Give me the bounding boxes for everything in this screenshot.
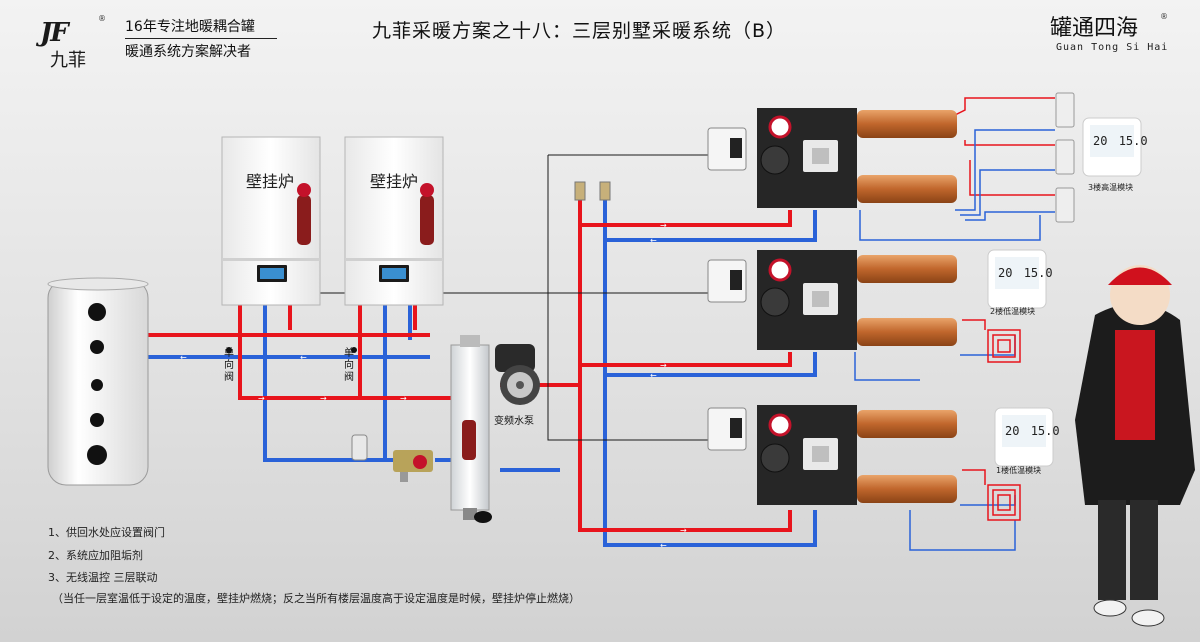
check-valve-1-label: 单 向 阀 [223,348,235,384]
mixing-station-3 [757,108,957,208]
registered-mark: ® [98,14,106,23]
note-4: （当任一层室温低于设定的温度，壁挂炉燃烧；反之当所有楼层温度高于设定温度是时候，… [52,592,580,605]
slogan-line2: 暖通系统方案解决者 [125,44,251,60]
svg-text:←: ← [180,353,187,362]
mixing-station-1 [757,405,957,505]
logo-glyph: JF [40,18,69,48]
thermostat-2-shape [987,249,1047,309]
brand-right-cn: 罐通四海 [1050,16,1139,41]
check-valve-1-char-3: 阀 [224,372,234,383]
buffer-tank-shape [47,277,149,486]
svg-text:←: ← [660,541,667,550]
valve-assembly-shape [393,450,433,482]
thermostat-1-set: 15.0 [1030,424,1060,438]
svg-text:→: → [680,526,687,535]
check-valve-2-char-3: 阀 [344,372,354,383]
pump-shape [495,344,540,405]
svg-text:→: → [400,394,407,403]
thermostat-3-shape [1082,117,1142,177]
thermostat-2-set: 15.0 [1023,266,1053,280]
boiler-1-label: 壁挂炉 [246,172,295,191]
thermostat-3-readout: 20 15.0 [1093,134,1148,148]
svg-text:→: → [258,394,265,403]
pump-label: 变频水泵 [494,416,534,427]
module-floor1-label: 1楼低温模块 [996,466,1042,475]
logo-text: 九菲 [50,50,86,71]
page-title: 九菲采暖方案之十八：三层别墅采暖系统（B） [372,20,787,42]
svg-text:→: → [660,361,667,370]
svg-text:←: ← [300,353,307,362]
svg-text:←: ← [650,236,657,245]
thermostat-1-readout: 20 15.0 [1005,424,1060,438]
check-valve-2-label: 单 向 阀 [343,348,355,384]
thermostat-2-readout: 20 15.0 [998,266,1053,280]
slogan-divider [125,38,277,39]
hydraulic-separator-shape [450,335,492,523]
note-3: 3、无线温控 三层联动 [48,571,158,584]
check-valve-2-char-2: 向 [344,360,354,371]
svg-text:←: ← [650,371,657,380]
boiler-2-shape [344,136,444,306]
registered-mark-right: ® [1160,12,1168,21]
mixing-station-2 [757,250,957,350]
svg-text:→: → [320,394,327,403]
thermostat-3-current: 20 [1093,134,1108,148]
boiler-1-shape [221,136,321,306]
thermostat-3-set: 15.0 [1118,134,1148,148]
brand-right-en: Guan Tong Si Hai [1056,42,1169,53]
boiler-2-label: 壁挂炉 [370,172,419,191]
flow-arrows: →→→ ←← →← →← →← [180,221,687,550]
svg-text:→: → [660,221,667,230]
thermostat-1-shape [994,407,1054,467]
slogan-line1: 16年专注地暖耦合罐 [125,19,255,35]
check-valve-2-char-1: 单 [344,348,354,359]
floor-loop-1 [987,484,1021,521]
check-valve-1-char-1: 单 [224,348,234,359]
return-pipes [145,195,817,547]
module-floor3-label: 3楼高温模块 [1088,183,1134,192]
floor-loop-2 [987,329,1021,363]
note-1: 1、供回水处应设置阀门 [48,526,165,539]
thermostat-1-current: 20 [1005,424,1020,438]
note-2: 2、系统应加阻垢剂 [48,549,143,562]
mascot-figure [1075,265,1195,627]
thermostat-2-current: 20 [998,266,1013,280]
check-valve-1-char-2: 向 [224,360,234,371]
module-floor2-label: 2楼低温模块 [990,307,1036,316]
brand-logo: JF 九菲 ® [18,12,113,71]
